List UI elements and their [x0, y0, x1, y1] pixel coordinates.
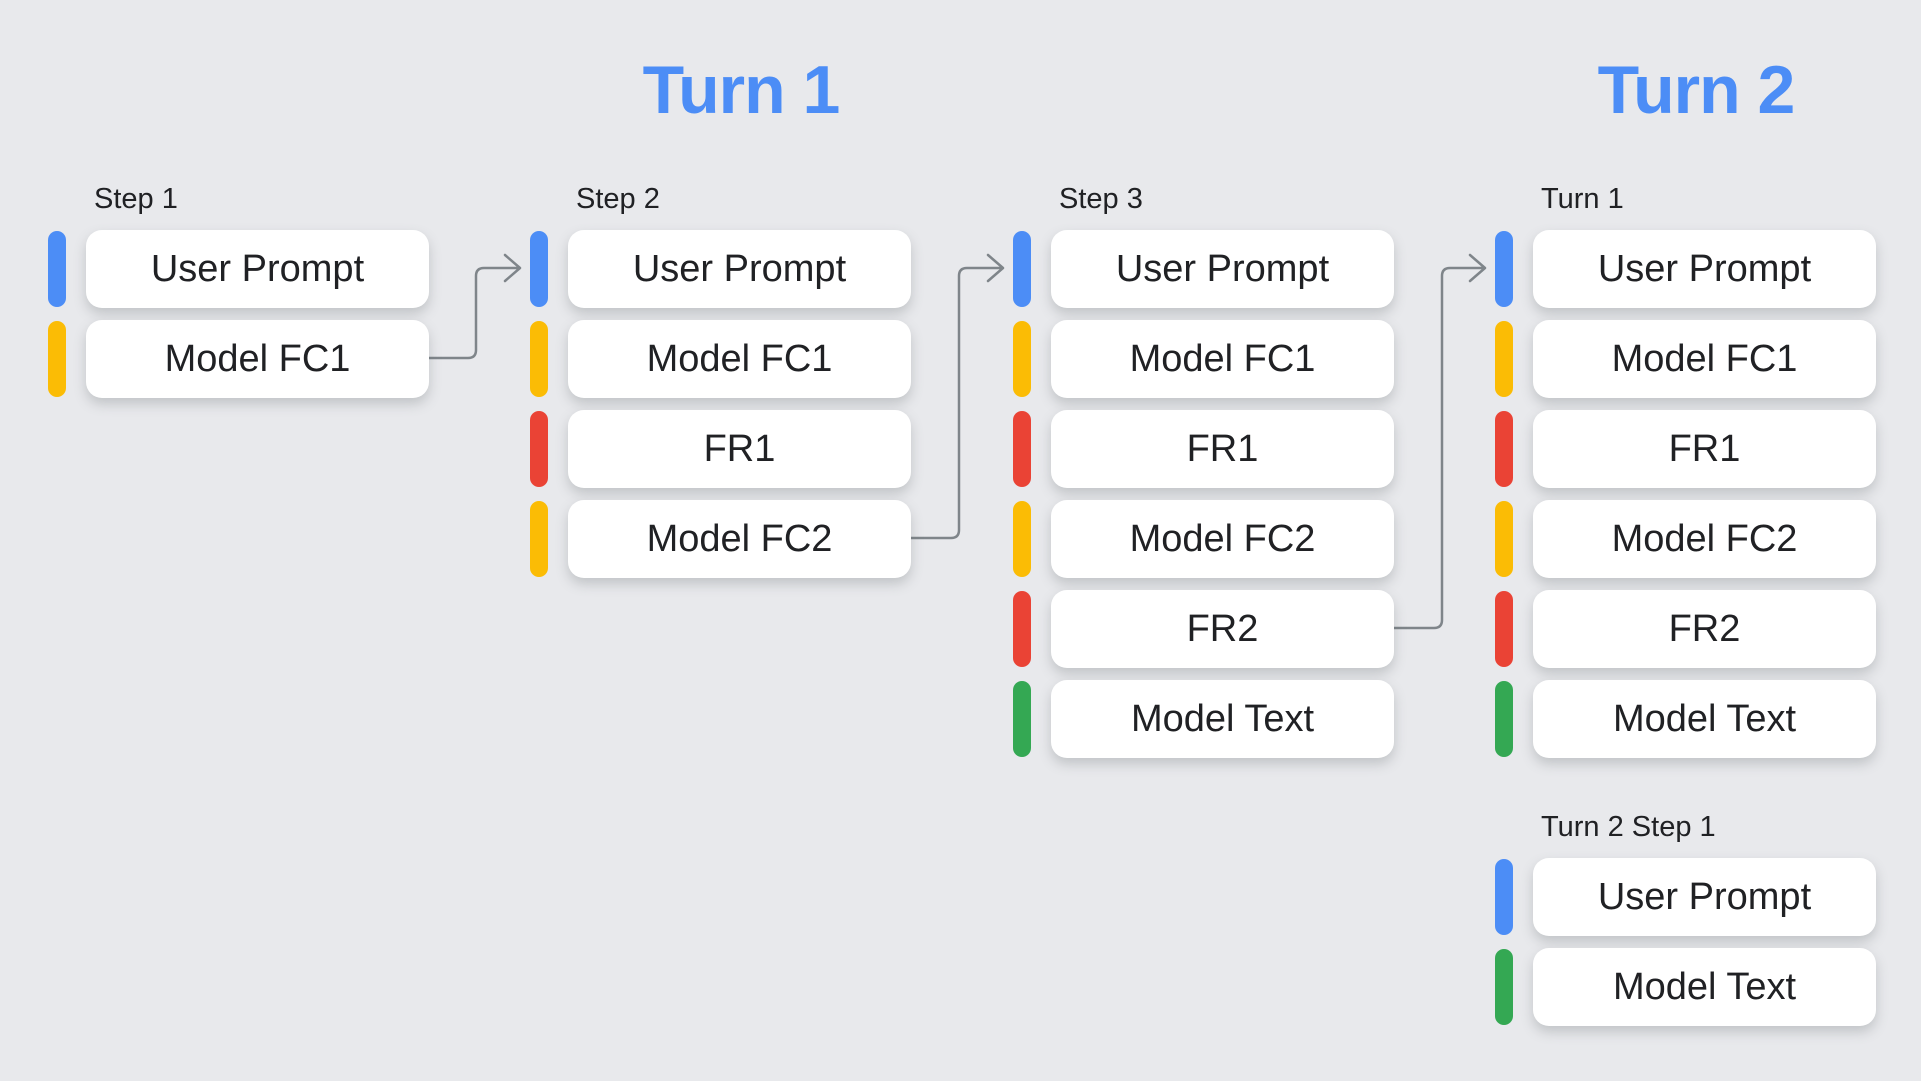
list-item: FR1	[1495, 410, 1876, 488]
column-step-2: Step 2 User Prompt Model FC1 FR1 Model F…	[530, 182, 911, 590]
column-turn-2-step-1: Turn 2 Step 1 User Prompt Model Text	[1495, 810, 1876, 1038]
list-item: Model Text	[1013, 680, 1394, 758]
list-item: Model FC1	[48, 320, 429, 398]
column-step-3: Step 3 User Prompt Model FC1 FR1 Model F…	[1013, 182, 1394, 770]
fr1-color-bar	[1013, 411, 1031, 487]
list-item: Model Text	[1495, 948, 1876, 1026]
list-item: Model FC2	[1495, 500, 1876, 578]
user-prompt-box: User Prompt	[86, 230, 429, 308]
list-item: User Prompt	[1495, 858, 1876, 936]
arrow-step3-to-turn1	[1391, 253, 1487, 630]
list-item: Model FC1	[1495, 320, 1876, 398]
model-fc2-color-bar	[1013, 501, 1031, 577]
list-item: FR1	[1013, 410, 1394, 488]
fr1-box: FR1	[1051, 410, 1394, 488]
list-item: User Prompt	[48, 230, 429, 308]
column-turn-1-history: Turn 1 User Prompt Model FC1 FR1 Model F…	[1495, 182, 1876, 770]
model-text-color-bar	[1495, 681, 1513, 757]
model-fc2-box: Model FC2	[1051, 500, 1394, 578]
column-label: Turn 2 Step 1	[1541, 811, 1716, 843]
model-fc1-box: Model FC1	[1533, 320, 1876, 398]
user-prompt-color-bar	[1013, 231, 1031, 307]
model-fc2-box: Model FC2	[1533, 500, 1876, 578]
fr1-box: FR1	[568, 410, 911, 488]
model-text-color-bar	[1013, 681, 1031, 757]
fr1-color-bar	[530, 411, 548, 487]
column-label: Step 1	[94, 183, 178, 215]
list-item: Model FC1	[1013, 320, 1394, 398]
column-label: Step 2	[576, 183, 660, 215]
model-fc1-box: Model FC1	[1051, 320, 1394, 398]
fr2-box: FR2	[1051, 590, 1394, 668]
fr1-box: FR1	[1533, 410, 1876, 488]
list-item: User Prompt	[1013, 230, 1394, 308]
model-text-color-bar	[1495, 949, 1513, 1025]
user-prompt-box: User Prompt	[1533, 858, 1876, 936]
fr2-box: FR2	[1533, 590, 1876, 668]
model-fc1-box: Model FC1	[568, 320, 911, 398]
fr1-color-bar	[1495, 411, 1513, 487]
user-prompt-color-bar	[1495, 859, 1513, 935]
model-text-box: Model Text	[1051, 680, 1394, 758]
list-item: Model FC1	[530, 320, 911, 398]
model-fc2-color-bar	[530, 501, 548, 577]
user-prompt-box: User Prompt	[1533, 230, 1876, 308]
model-fc1-box: Model FC1	[86, 320, 429, 398]
list-item: Model FC2	[530, 500, 911, 578]
list-item: FR1	[530, 410, 911, 488]
column-label: Step 3	[1059, 183, 1143, 215]
list-item: User Prompt	[1495, 230, 1876, 308]
user-prompt-color-bar	[1495, 231, 1513, 307]
column-label: Turn 1	[1541, 183, 1624, 215]
list-item: FR2	[1495, 590, 1876, 668]
model-fc1-color-bar	[1013, 321, 1031, 397]
model-fc2-box: Model FC2	[568, 500, 911, 578]
model-fc2-color-bar	[1495, 501, 1513, 577]
model-text-box: Model Text	[1533, 948, 1876, 1026]
list-item: Model FC2	[1013, 500, 1394, 578]
model-fc1-color-bar	[1495, 321, 1513, 397]
turn-1-title: Turn 1	[642, 52, 841, 128]
column-step-1: Step 1 User Prompt Model FC1	[48, 182, 429, 410]
list-item: Model Text	[1495, 680, 1876, 758]
arrow-step2-to-step3	[909, 253, 1005, 540]
list-item: User Prompt	[530, 230, 911, 308]
fr2-color-bar	[1013, 591, 1031, 667]
model-text-box: Model Text	[1533, 680, 1876, 758]
user-prompt-box: User Prompt	[568, 230, 911, 308]
fr2-color-bar	[1495, 591, 1513, 667]
arrow-step1-to-step2	[427, 253, 522, 360]
user-prompt-color-bar	[530, 231, 548, 307]
list-item: FR2	[1013, 590, 1394, 668]
user-prompt-box: User Prompt	[1051, 230, 1394, 308]
user-prompt-color-bar	[48, 231, 66, 307]
turn-2-title: Turn 2	[1597, 52, 1796, 128]
model-fc1-color-bar	[530, 321, 548, 397]
model-fc1-color-bar	[48, 321, 66, 397]
